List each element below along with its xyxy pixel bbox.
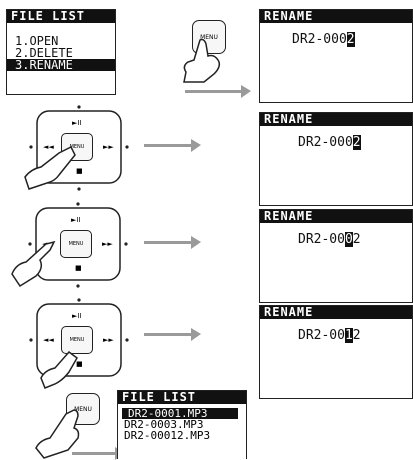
rewind-button[interactable]: ◄◄ — [43, 143, 54, 151]
pointing-hand-icon — [35, 409, 80, 459]
arrow-right — [144, 139, 201, 152]
filename-text: DR2-0002 — [292, 32, 355, 47]
rename-screen: RENAME DR2-0002 — [259, 9, 413, 103]
edit-cursor: 2 — [352, 135, 361, 150]
menu-button[interactable]: MENU — [60, 230, 92, 258]
edit-cursor: 0 — [344, 232, 353, 247]
edit-cursor: 2 — [346, 32, 355, 47]
screen-title: RENAME — [260, 306, 412, 319]
file-list-screen: FILE LIST 1.OPEN 2.DELETE 3.RENAME — [6, 9, 116, 95]
screen-title: RENAME — [260, 113, 412, 126]
control-pad: ►II ◄◄ ►► ■ MENU — [10, 202, 135, 292]
screen-title: FILE LIST — [7, 10, 115, 23]
play-pause-button[interactable]: ►II — [72, 312, 82, 320]
pointing-hand-icon — [24, 145, 76, 190]
edit-cursor: 1 — [344, 328, 353, 343]
file-list-screen: FILE LIST DR2-0001.MP3 DR2-0003.MP3 DR2-… — [117, 390, 247, 459]
rename-screen: RENAME DR2-0002 — [259, 112, 413, 206]
control-pad: ►II ◄◄ ►► ■ MENU — [23, 298, 135, 390]
menu-item-open[interactable]: 1.OPEN — [15, 34, 59, 48]
rename-screen: RENAME DR2-0002 — [259, 209, 413, 303]
filename-text: DR2-0002 — [298, 232, 361, 247]
file-item[interactable]: DR2-00012.MP3 — [124, 429, 211, 442]
play-pause-button[interactable]: ►II — [71, 216, 81, 224]
stop-button[interactable]: ■ — [76, 360, 83, 368]
arrow-right — [72, 447, 125, 460]
forward-button[interactable]: ►► — [103, 143, 114, 151]
stop-button[interactable]: ■ — [76, 167, 83, 175]
arrow-right — [185, 85, 251, 98]
pointing-hand-icon — [183, 38, 221, 83]
pointing-hand-icon — [40, 350, 78, 389]
arrow-right — [144, 236, 201, 249]
menu-button[interactable]: MENU — [61, 326, 93, 354]
stop-button[interactable]: ■ — [75, 264, 82, 272]
forward-button[interactable]: ►► — [102, 240, 113, 248]
rewind-button[interactable]: ◄◄ — [43, 336, 54, 344]
pointing-hand-icon — [11, 240, 56, 288]
screen-title: RENAME — [260, 210, 412, 223]
arrow-right — [144, 328, 201, 341]
screen-title: RENAME — [260, 10, 412, 23]
control-pad: ►II ◄◄ ►► ■ MENU — [23, 105, 135, 193]
forward-button[interactable]: ►► — [103, 336, 114, 344]
file-item[interactable]: DR2-0003.MP3 — [124, 418, 204, 431]
filename-text: DR2-0002 — [298, 135, 361, 150]
file-item-selected[interactable]: DR2-0001.MP3 — [122, 408, 238, 419]
filename-text: DR2-0012 — [298, 328, 361, 343]
rename-screen: RENAME DR2-0012 — [259, 305, 413, 399]
screen-title: FILE LIST — [118, 391, 246, 404]
play-pause-button[interactable]: ►II — [72, 119, 82, 127]
menu-item-delete[interactable]: 2.DELETE — [15, 46, 73, 60]
menu-item-rename[interactable]: 3.RENAME — [7, 59, 115, 71]
